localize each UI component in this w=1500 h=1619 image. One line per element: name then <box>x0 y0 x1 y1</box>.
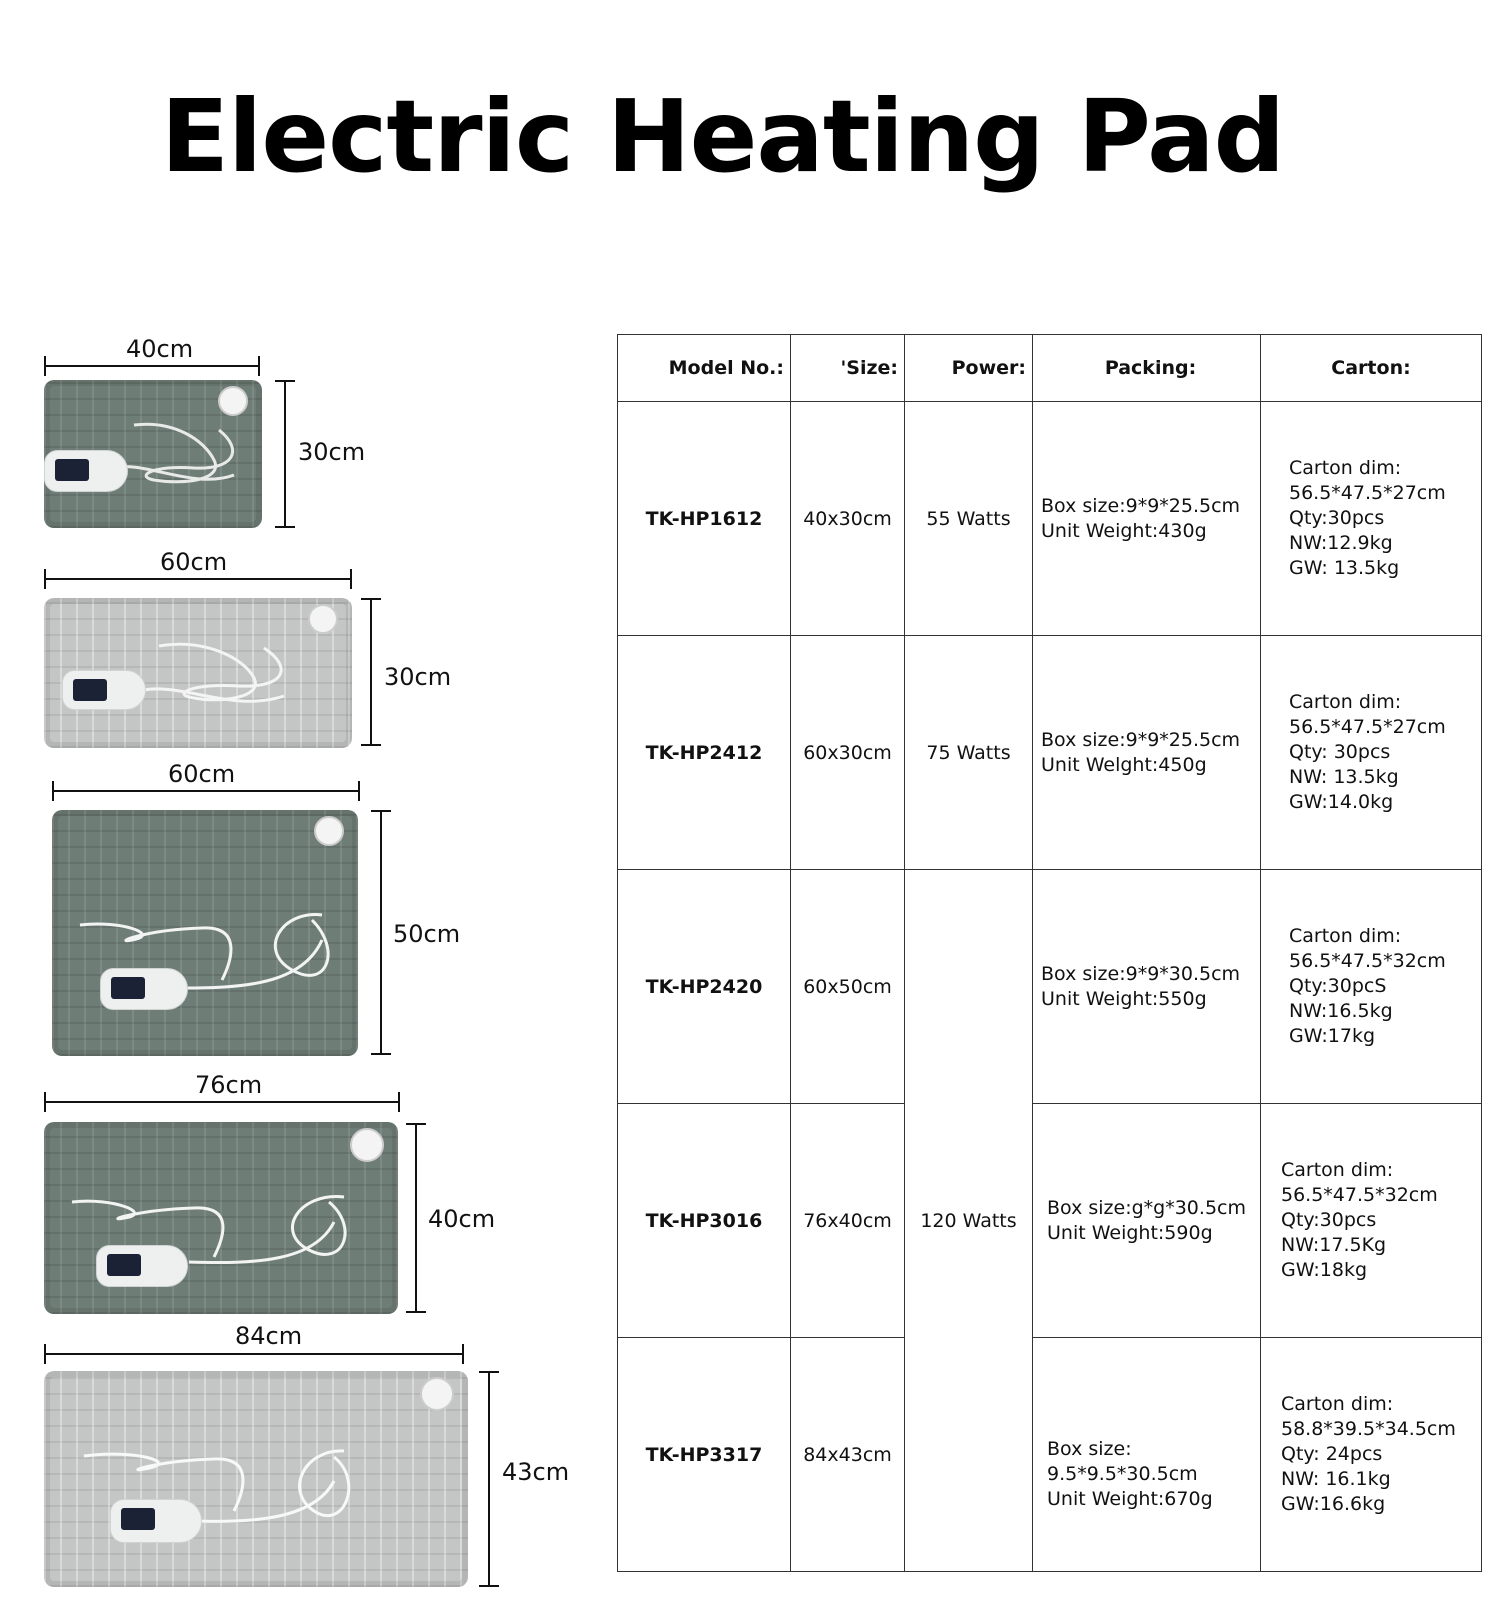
pad-height-label: 30cm <box>384 663 452 691</box>
carton-cell: Carton dim: 58.8*39.5*34.5cm Qty: 24pcs … <box>1281 1393 1456 1515</box>
pad-width-label: 60cm <box>168 760 236 788</box>
heating-pad-image <box>44 1371 468 1587</box>
width-dimension-line <box>44 569 352 589</box>
power-cell-merged: 120 Watts <box>904 869 1033 1572</box>
heating-pad-image <box>44 1122 398 1314</box>
pad-width-label: 60cm <box>160 548 228 576</box>
model-cell: TK-HP1612 <box>617 401 791 636</box>
height-dimension-line <box>275 380 295 528</box>
table-row: TK-HP3317 84x43cm Box size: 9.5*9.5*30.5… <box>617 1337 1482 1572</box>
power-cord-icon <box>71 1195 347 1265</box>
power-cord-icon <box>79 913 330 990</box>
page-title: Electric Heating Pad <box>160 78 1286 195</box>
packing-cell: Box size:9*9*25.5cm Unit Welght:450g <box>1041 728 1241 776</box>
pad-width-label: 84cm <box>235 1322 303 1350</box>
heating-pad-image <box>44 380 262 528</box>
packing-cell: Box size: 9.5*9.5*30.5cm Unit Weight:670… <box>1047 1438 1213 1510</box>
header-size: 'Size: <box>790 334 905 402</box>
height-dimension-line <box>479 1371 499 1587</box>
power-cord-icon <box>83 1449 351 1523</box>
pad-height-label: 40cm <box>428 1205 496 1233</box>
width-dimension-line <box>44 1092 400 1112</box>
pad-height-label: 30cm <box>298 438 366 466</box>
size-cell: 60x30cm <box>790 635 905 870</box>
table-row: TK-HP3016 76x40cm Box size:g*g*30.5cm Un… <box>617 1103 1482 1338</box>
header-power: Power: <box>904 334 1033 402</box>
spec-table: Model No.: 'Size: Power: Packing: Carton… <box>617 334 1482 1572</box>
model-cell: TK-HP3317 <box>617 1337 791 1572</box>
table-row: TK-HP2420 60x50cm 120 Watts Box size:9*9… <box>617 869 1482 1572</box>
controller-display-icon <box>111 977 145 999</box>
pad-width-label: 76cm <box>195 1071 263 1099</box>
remote-controller-icon <box>110 1499 202 1543</box>
remote-controller-icon <box>100 968 188 1010</box>
carton-cell: Carton dim: 56.5*47.5*32cm Qty:30pcs NW:… <box>1281 1159 1438 1281</box>
height-dimension-line <box>406 1123 426 1313</box>
height-dimension-line <box>371 810 391 1055</box>
controller-display-icon <box>107 1254 141 1276</box>
height-dimension-line <box>361 598 381 746</box>
remote-controller-icon <box>62 670 146 710</box>
width-dimension-line <box>44 356 260 376</box>
size-cell: 60x50cm <box>790 869 905 1104</box>
table-header-row: Model No.: 'Size: Power: Packing: Carton… <box>617 334 1482 402</box>
power-cord-icon <box>143 642 285 703</box>
heating-pad-image <box>52 810 358 1056</box>
model-cell: TK-HP2420 <box>617 869 791 1104</box>
table-row: TK-HP2412 60x30cm 75 Watts Box size:9*9*… <box>617 635 1482 870</box>
remote-controller-icon <box>44 450 128 492</box>
heating-pad-image <box>44 598 352 748</box>
pad-height-label: 43cm <box>502 1458 570 1486</box>
size-cell: 76x40cm <box>790 1103 905 1338</box>
header-packing: Packing: <box>1032 334 1261 402</box>
controller-display-icon <box>73 679 107 701</box>
remote-controller-icon <box>96 1245 188 1287</box>
controller-display-icon <box>55 459 89 481</box>
packing-cell: Box size:9*9*30.5cm Unit Weight:550g <box>1041 962 1241 1010</box>
model-cell: TK-HP2412 <box>617 635 791 870</box>
pad-tag-icon <box>218 386 248 416</box>
pad-tag-icon <box>308 604 338 634</box>
carton-cell: Carton dim: 56.5*47.5*27cm Qty: 30pcs NW… <box>1289 691 1446 813</box>
header-model: Model No.: <box>617 334 791 402</box>
width-dimension-line <box>44 1344 464 1364</box>
carton-cell: Carton dim: 56.5*47.5*27cm Qty:30pcs NW:… <box>1289 457 1446 579</box>
size-cell: 40x30cm <box>790 401 905 636</box>
pad-height-label: 50cm <box>393 920 461 948</box>
power-cell: 55 Watts <box>904 401 1033 636</box>
pad-tag-icon <box>314 816 344 846</box>
carton-cell: Carton dim: 56.5*47.5*32cm Qty:30pcS NW:… <box>1289 925 1446 1047</box>
header-carton: Carton: <box>1260 334 1482 402</box>
table-row: TK-HP1612 40x30cm 55 Watts Box size:9*9*… <box>617 401 1482 636</box>
pad-tag-icon <box>420 1377 454 1411</box>
pad-tag-icon <box>350 1128 384 1162</box>
packing-cell: Box size:g*g*30.5cm Unit Weight:590g <box>1047 1196 1246 1244</box>
size-cell: 84x43cm <box>790 1337 905 1572</box>
width-dimension-line <box>52 781 360 801</box>
packing-cell: Box size:9*9*25.5cm Unit Weight:430g <box>1041 494 1241 542</box>
pad-width-label: 40cm <box>126 335 194 363</box>
controller-display-icon <box>121 1508 155 1530</box>
power-cell: 75 Watts <box>904 635 1033 870</box>
model-cell: TK-HP3016 <box>617 1103 791 1338</box>
